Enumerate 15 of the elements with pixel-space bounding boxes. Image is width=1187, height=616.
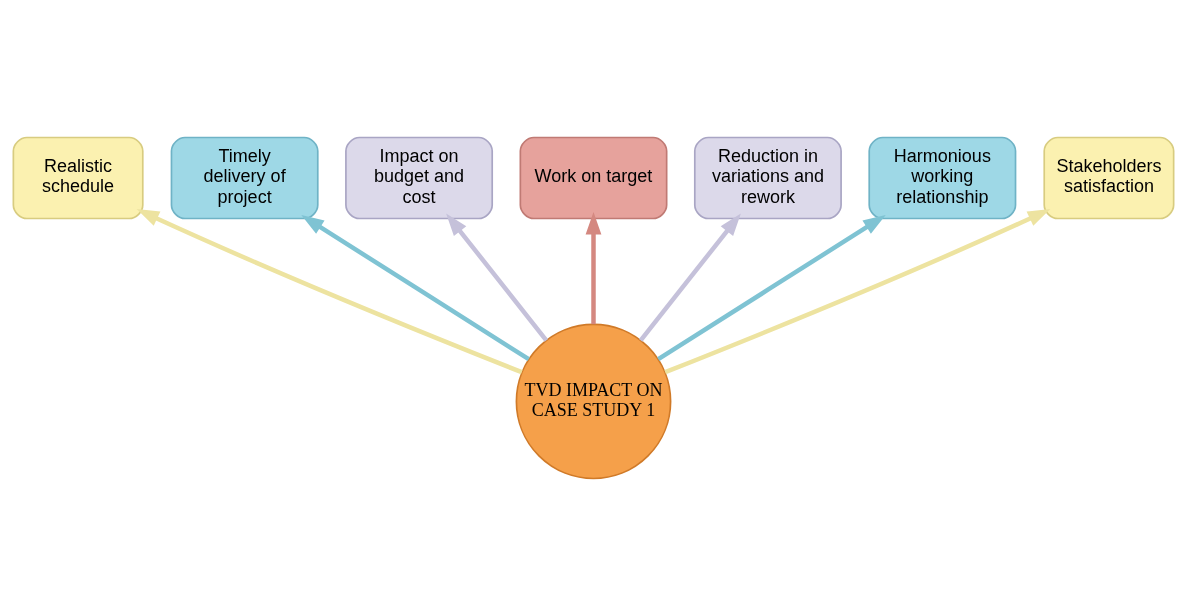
node-circle: TVD IMPACT ON CASE STUDY 1	[515, 323, 672, 480]
arrow	[638, 213, 741, 342]
arrow	[657, 215, 886, 362]
node-box: Realistic schedule	[12, 136, 144, 220]
arrow	[446, 213, 549, 342]
arrow	[301, 215, 530, 362]
node-box: Harmonious working relationship	[868, 136, 1017, 220]
node-box: Timely delivery of project	[170, 136, 319, 220]
arrow	[664, 209, 1051, 375]
arrow	[585, 211, 602, 325]
node-box: Stakeholders satisfaction	[1043, 136, 1175, 220]
node-box: Work on target	[519, 136, 668, 220]
node-box: Reduction in variations and rework	[693, 136, 842, 220]
arrow	[136, 209, 523, 375]
node-box: Impact on budget and cost	[345, 136, 494, 220]
